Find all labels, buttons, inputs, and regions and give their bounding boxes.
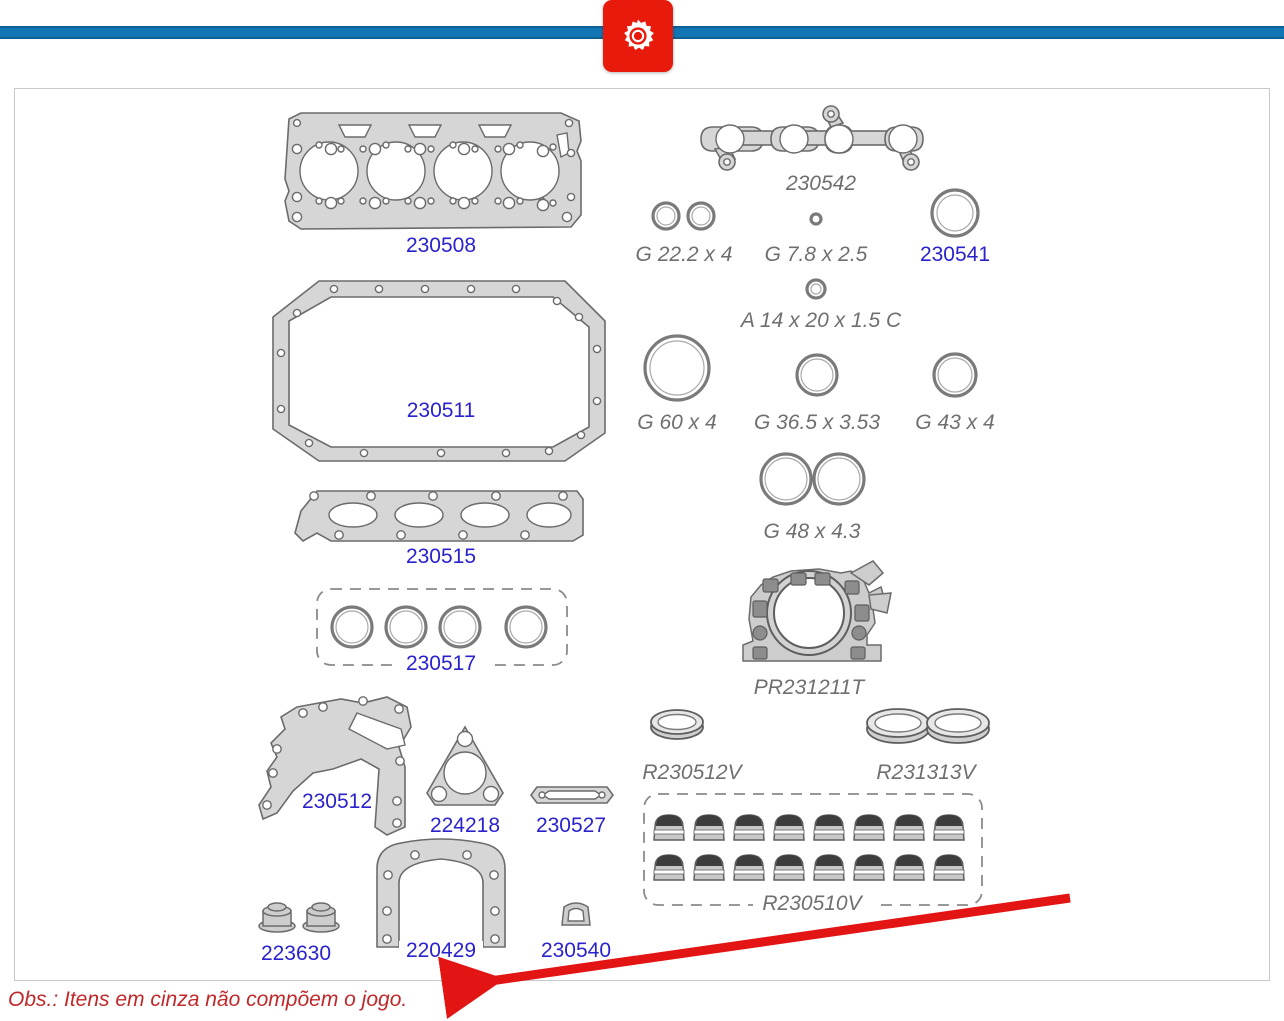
part-label-230541: 230541 [920,243,990,266]
diagram-panel: 230508 230511 [14,88,1270,981]
part-rear-main-seal-housing-pr231211t: PR231211T [742,560,892,699]
valve-stem-seal [693,854,725,881]
part-label-g-36-5-x-3-53: G 36.5 x 3.53 [754,411,880,434]
gear-icon [618,16,658,56]
valve-stem-seal [933,814,965,841]
part-two-small-orings-g2224: G 22.2 x 4 [636,201,733,266]
valve-stem-seal [853,854,885,881]
part-two-seal-rings-r231313v: R231313V [866,708,990,784]
valve-stem-seal [813,814,845,841]
part-exhaust-manifold-gasket-230542: 230542 [700,105,924,195]
part-label-pr231211t: PR231211T [754,676,867,699]
valve-stem-seal [933,854,965,881]
valve-stem-seal [893,814,925,841]
valve-stem-seal [653,854,685,881]
part-single-seal-ring-r230512v: R230512V [642,709,744,784]
valve-stem-seal [733,814,765,841]
valve-stem-seal [653,814,685,841]
part-tiny-oring-g7825: G 7.8 x 2.5 [765,212,868,266]
valve-stem-seal [693,814,725,841]
part-label-g-43-x-4: G 43 x 4 [915,411,994,434]
part-timing-cover-gasket-230512: 230512 [258,696,412,836]
part-label-230512: 230512 [302,790,372,813]
part-intake-manifold-gasket-230515: 230515 [294,490,584,568]
part-large-oring-g604: G 60 x 4 [637,334,717,434]
part-valve-stem-seals-r230510v: R230510V [643,793,983,915]
gasket-set-diagram: 230508 230511 [258,105,995,965]
part-label-r231313v: R231313V [876,761,977,784]
valve-stem-seal [773,814,805,841]
part-medium-oring-230541: 230541 [920,188,990,266]
valve-stem-seal [733,854,765,881]
part-label-230542: 230542 [785,172,856,195]
part-rear-arch-gasket-220429: 220429 [376,838,506,963]
port-ring-group [330,605,548,649]
part-small-oval-gasket-230527: 230527 [530,786,614,837]
part-label-220429: 220429 [406,939,476,962]
part-label-224218: 224218 [430,814,500,837]
part-washer-a1420: A 14 x 20 x 1.5 C [739,278,902,332]
part-small-oring-g434: G 43 x 4 [915,352,995,434]
part-label-g-60-x-4: G 60 x 4 [637,411,716,434]
top-bar [0,0,1284,80]
part-small-oring-g365353: G 36.5 x 3.53 [754,353,880,434]
part-label-a-14-x-20-x-1-5-c: A 14 x 20 x 1.5 C [739,309,902,332]
valve-stem-seal [813,854,845,881]
part-label-230511: 230511 [407,399,476,422]
part-label-g-48-x-4-3: G 48 x 4.3 [764,520,861,543]
part-label-230517: 230517 [406,652,476,675]
part-label-g-22-2-x-4: G 22.2 x 4 [636,243,733,266]
part-label-223630: 223630 [261,942,331,965]
observation-note: Obs.: Itens em cinza não compõem o jogo. [8,988,408,1011]
valve-stem-seal [773,854,805,881]
part-two-grommets-223630: 223630 [258,902,340,965]
part-two-orings-g4843: G 48 x 4.3 [759,452,866,543]
part-label-230527: 230527 [536,814,606,837]
part-label-g-7-8-x-2-5: G 7.8 x 2.5 [765,243,868,266]
part-exhaust-port-rings-230517: 230517 [316,588,568,675]
gear-badge[interactable] [603,0,673,72]
part-label-r230512v: R230512V [642,761,743,784]
part-label-230540: 230540 [541,939,611,962]
part-label-r230510v: R230510V [762,892,863,915]
part-head-gasket-230508: 230508 [284,112,582,257]
part-oil-pan-gasket-230511: 230511 [272,280,606,462]
valve-stem-seal [853,814,885,841]
part-triangular-flange-gasket-224218: 224218 [426,725,504,837]
part-label-230515: 230515 [406,545,476,568]
part-label-230508: 230508 [406,234,476,257]
valve-stem-seal [893,854,925,881]
part-d-ring-seal-230540: 230540 [541,902,611,962]
valve-seal-grid [653,814,965,881]
